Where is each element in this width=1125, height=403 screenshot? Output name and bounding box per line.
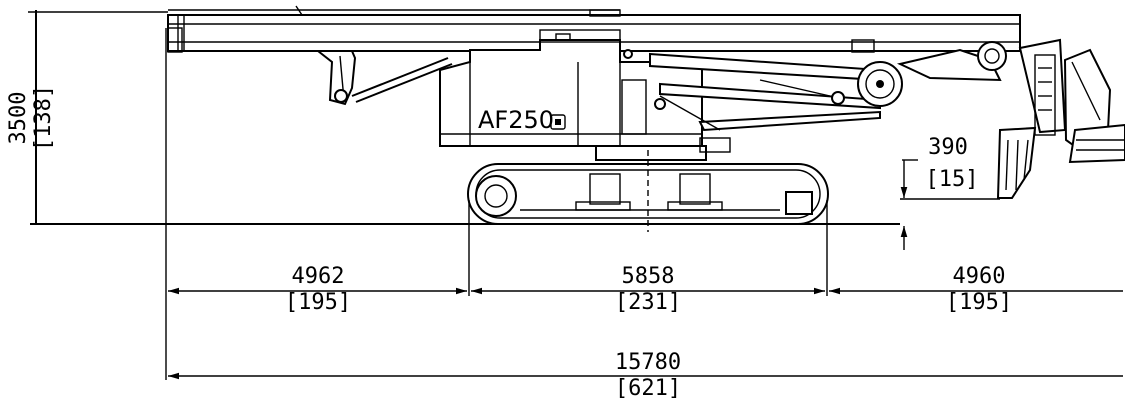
rear-mast-bracket [317, 50, 453, 106]
height-in-label: [138] [31, 85, 56, 151]
rear-overhang-in-label: [195] [285, 290, 351, 315]
overall-length-mm-label: 15780 [615, 350, 681, 375]
dimension-lines [28, 10, 1123, 380]
height-mm-label: 3500 [6, 92, 31, 145]
dimension-labels: 3500 [138] 4962 [195] 5858 [231] 4960 [1… [6, 85, 1012, 401]
rear-overhang-mm-label: 4962 [292, 264, 345, 289]
front-overhang-in-label: [195] [946, 290, 1012, 315]
track-length-in-label: [231] [615, 290, 681, 315]
boom-linkage [649, 39, 1007, 132]
track-length-mm-label: 5858 [622, 264, 675, 289]
tool-clearance-in-label: [15] [926, 167, 979, 192]
model-label: AF250 [478, 106, 554, 134]
front-tool [996, 38, 1125, 199]
model-badge [550, 114, 566, 130]
upper-structure [439, 29, 707, 161]
front-overhang-mm-label: 4960 [953, 264, 1006, 289]
overall-length-in-label: [621] [615, 376, 681, 401]
tool-clearance-mm-label: 390 [928, 135, 968, 160]
machine-outline: AF250 [167, 5, 1125, 225]
